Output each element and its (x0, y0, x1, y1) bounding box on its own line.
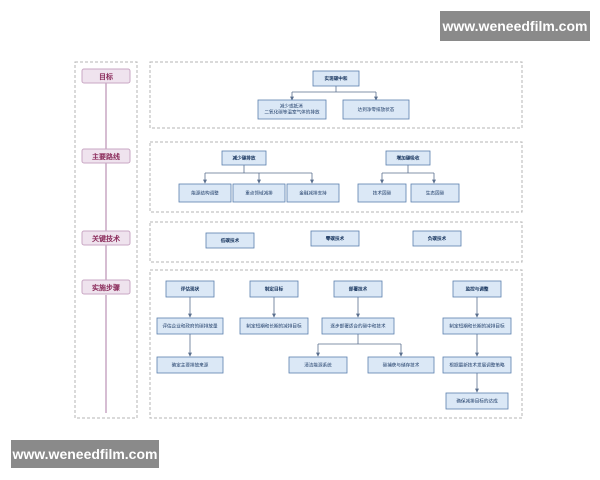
svg-text:制定短期和长期的减排目标: 制定短期和长期的减排目标 (246, 323, 302, 330)
stage-steps-label: 实施步骤 (92, 283, 120, 292)
stage-goal-label: 目标 (99, 72, 113, 81)
node-reduce-line-1: 减少或抵消 (280, 103, 303, 110)
svg-text:技术固碳: 技术固碳 (373, 190, 392, 197)
svg-text:确定主要排放来源: 确定主要排放来源 (172, 362, 209, 369)
svg-text:制定短期和长期的减排目标: 制定短期和长期的减排目标 (449, 323, 505, 330)
svg-text:逐步部署适合的碳中和技术: 逐步部署适合的碳中和技术 (330, 323, 386, 330)
node-increase-absorption: 增加碳吸收 (385, 150, 431, 166)
panel-route (149, 141, 523, 213)
node-energy-structure: 能源结构调整 (178, 183, 232, 203)
node-set-target: 制定目标 (249, 280, 299, 298)
node-monitor: 监控与调整 (452, 280, 502, 298)
node-reduce-line-2: 二氧化碳等温室气体的排放 (264, 109, 320, 116)
node-reduce-emissions: 减少或抵消 二氧化碳等温室气体的排放 (257, 99, 327, 120)
stage-route: 主要路线 (81, 148, 131, 164)
node-main-sources: 确定主要排放来源 (156, 356, 224, 374)
svg-text:确保减排目标的达成: 确保减排目标的达成 (456, 398, 498, 405)
svg-text:部署技术: 部署技术 (349, 286, 368, 293)
node-reduce-carbon: 减少碳排放 (221, 150, 267, 166)
node-reduction-goals: 制定短期和长期的减排目标 (239, 317, 309, 335)
svg-text:减少或抵消 二氧化碳等温室气体的排放: 减少或抵消 二氧化碳等温室气体的排放 (264, 103, 320, 116)
node-assess: 评估现状 (165, 280, 215, 298)
svg-text:低碳技术: 低碳技术 (220, 237, 240, 244)
svg-text:生态固碳: 生态固碳 (426, 190, 445, 197)
node-adjust-strategy: 根据最新技术发展调整策略 (442, 356, 512, 374)
node-carbon-neutral: 实现碳中和 (312, 70, 360, 87)
node-assess-emissions: 评估企业和政府的碳排放量 (156, 317, 224, 335)
stage-steps: 实施步骤 (81, 279, 131, 295)
node-tech-sequestration: 技术固碳 (357, 183, 407, 203)
node-deploy-gradually: 逐步部署适合的碳中和技术 (321, 317, 395, 335)
svg-text:评估企业和政府的碳排放量: 评估企业和政府的碳排放量 (162, 323, 218, 330)
stage-tech-label: 关键技术 (92, 234, 120, 243)
node-carbon-neutral-label: 实现碳中和 (325, 75, 348, 82)
stage-column (74, 61, 138, 419)
panel-steps (149, 269, 523, 419)
node-deploy-tech: 部署技术 (333, 280, 383, 298)
node-net-zero: 达到净零排放状态 (342, 99, 410, 120)
node-finance-support: 金融减排支持 (286, 183, 340, 203)
svg-text:金融减排支持: 金融减排支持 (299, 190, 327, 197)
stage-goal: 目标 (81, 68, 131, 84)
svg-text:负碳技术: 负碳技术 (428, 235, 447, 242)
svg-text:根据最新技术发展调整策略: 根据最新技术发展调整策略 (449, 362, 505, 369)
svg-text:增加碳吸收: 增加碳吸收 (397, 155, 420, 162)
watermark-top: www.weneedfilm.com (440, 11, 590, 41)
node-ccs: 碳捕获与储存技术 (367, 356, 435, 374)
svg-text:重点领域减排: 重点领域减排 (245, 190, 273, 197)
node-key-sector: 重点领域减排 (232, 183, 286, 203)
node-ensure-achievement: 确保减排目标的达成 (445, 392, 509, 410)
stage-tech: 关键技术 (81, 230, 131, 246)
svg-text:清洁能源系统: 清洁能源系统 (304, 362, 332, 369)
panel-goal (149, 61, 523, 129)
svg-text:减少碳排放: 减少碳排放 (233, 155, 256, 162)
stage-route-label: 主要路线 (92, 152, 120, 161)
svg-text:能源结构调整: 能源结构调整 (191, 190, 219, 197)
watermark-bottom: www.weneedfilm.com (11, 440, 159, 468)
node-low-carbon-tech: 低碳技术 (205, 232, 255, 249)
node-net-zero-label: 达到净零排放状态 (358, 106, 395, 113)
node-zero-carbon-tech: 零碳技术 (310, 230, 360, 247)
svg-text:碳捕获与储存技术: 碳捕获与储存技术 (383, 362, 420, 369)
node-monitor-goals: 制定短期和长期的减排目标 (442, 317, 512, 335)
panel-tech (149, 221, 523, 263)
node-eco-sequestration: 生态固碳 (410, 183, 460, 203)
svg-text:监控与调整: 监控与调整 (466, 286, 489, 293)
svg-text:制定目标: 制定目标 (265, 286, 284, 293)
svg-text:评估现状: 评估现状 (181, 286, 200, 293)
node-negative-carbon-tech: 负碳技术 (412, 230, 462, 247)
node-clean-energy: 清洁能源系统 (288, 356, 348, 374)
svg-text:零碳技术: 零碳技术 (326, 235, 345, 242)
